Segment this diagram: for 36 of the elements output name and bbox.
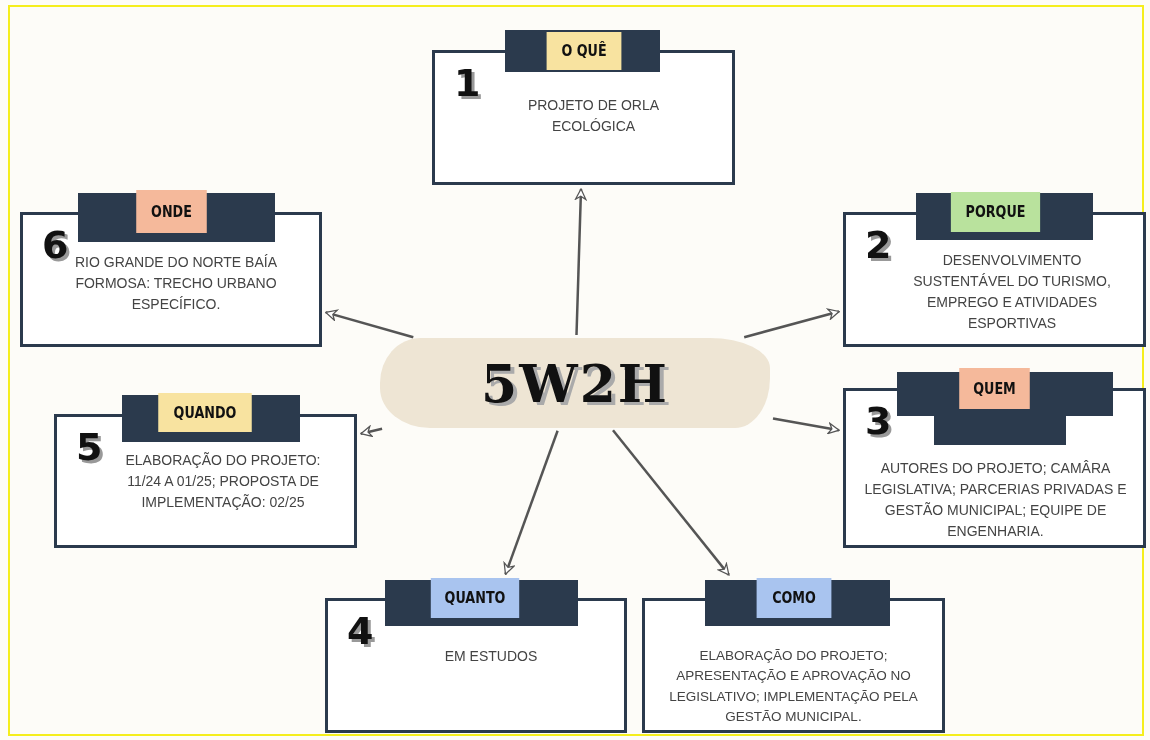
arrow xyxy=(360,425,383,437)
arrow xyxy=(574,188,587,336)
heading-label: QUANDO xyxy=(158,393,252,432)
info-card xyxy=(325,578,627,733)
arrow xyxy=(612,429,730,576)
step-number: 2 xyxy=(865,226,892,264)
step-number: 3 xyxy=(865,402,892,440)
heading-label: QUANTO xyxy=(430,578,520,618)
arrow xyxy=(743,308,840,339)
step-number: 1 xyxy=(454,64,481,102)
card-text: ELABORAÇÃO DO PROJETO; APRESENTAÇÃO E APROVAÇÃO NO LEGISLATIVO; IMPLEMENTAÇÃO PELA GESTÃO MUNICIPAL. xyxy=(668,647,919,726)
step-number: 5 xyxy=(76,428,103,466)
heading-label: PORQUE xyxy=(950,192,1041,232)
info-card xyxy=(432,30,735,185)
card-text: RIO GRANDE DO NORTE BAÍA FORMOSA: TRECHO URBANO ESPECÍFICO. xyxy=(75,253,277,314)
info-card xyxy=(642,578,945,733)
info-card xyxy=(20,190,322,347)
arrow xyxy=(772,417,840,435)
step-number: 6 xyxy=(42,226,69,264)
arrow xyxy=(503,430,559,575)
heading-label: COMO xyxy=(756,578,832,618)
card-text: AUTORES DO PROJETO; CAMÂRA LEGISLATIVA; PARCERIAS PRIVADAS E GESTÃO MUNICIPAL; EQUIPE DE ENGENHARIA. xyxy=(863,459,1128,541)
info-card xyxy=(843,368,1146,548)
card-text: DESENVOLVIMENTO SUSTENTÁVEL DO TURISMO, EMPREGO E ATIVIDADES ESPORTIVAS xyxy=(912,251,1112,333)
heading-label: O QUÊ xyxy=(546,32,622,70)
arrow xyxy=(325,309,414,339)
heading-label: QUEM xyxy=(959,368,1030,409)
center-title: 5W2H xyxy=(481,352,669,414)
heading-label: ONDE xyxy=(136,190,207,233)
brush-stroke xyxy=(380,338,770,428)
card-text: ELABORAÇÃO DO PROJETO: 11/24 A 01/25; PROPOSTA DE IMPLEMENTAÇÃO: 02/25 xyxy=(124,451,322,512)
step-number: 4 xyxy=(347,612,374,650)
card-text: PROJETO DE ORLA ECOLÓGICA xyxy=(526,96,661,136)
info-card xyxy=(54,393,357,548)
card-text: EM ESTUDOS xyxy=(443,647,539,666)
info-card xyxy=(843,192,1146,347)
